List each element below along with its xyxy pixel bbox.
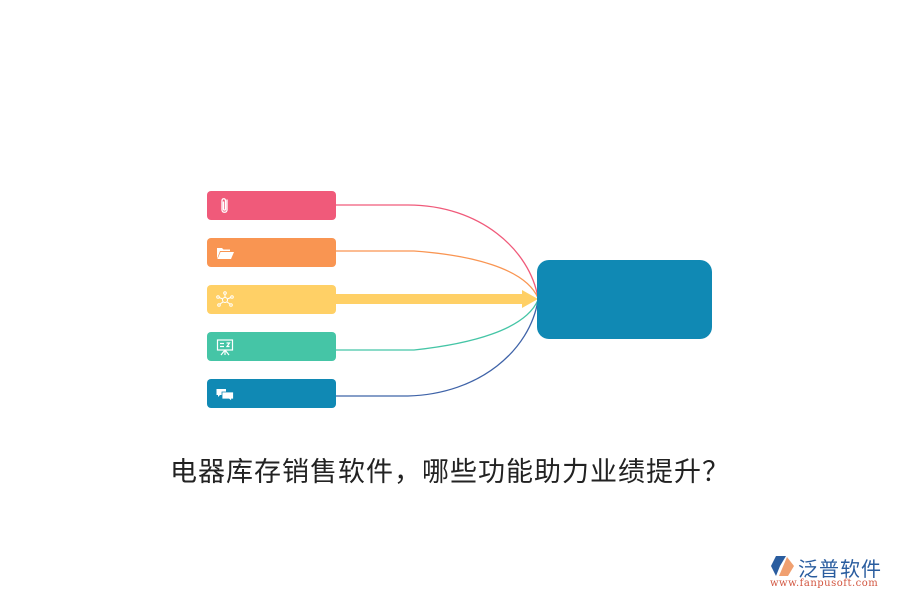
folder-open-icon [217,248,234,259]
fanpu-logo-icon [771,556,794,576]
paperclip-icon [221,198,228,213]
node-presentation[interactable] [207,332,336,361]
brand-name: 泛普软件 [798,557,882,581]
link-1 [336,204,539,299]
presentation-board-icon [216,339,234,356]
central-hub-node[interactable] [537,260,712,339]
network-icon [216,291,234,307]
node-network[interactable] [207,285,336,314]
link-2 [336,250,539,299]
node-attachments[interactable] [207,191,336,220]
node-chat[interactable] [207,379,336,408]
node-folder[interactable] [207,238,336,267]
chat-bubbles-icon [216,389,234,402]
brand-logo[interactable]: 泛普软件 www.fanpusoft.com [768,553,898,595]
page-title: 电器库存销售软件，哪些功能助力业绩提升？ [170,457,730,488]
brand-url: www.fanpusoft.com [770,578,879,589]
link-5 [336,299,539,397]
link-4 [336,299,539,351]
link-3-arrow [336,290,538,308]
